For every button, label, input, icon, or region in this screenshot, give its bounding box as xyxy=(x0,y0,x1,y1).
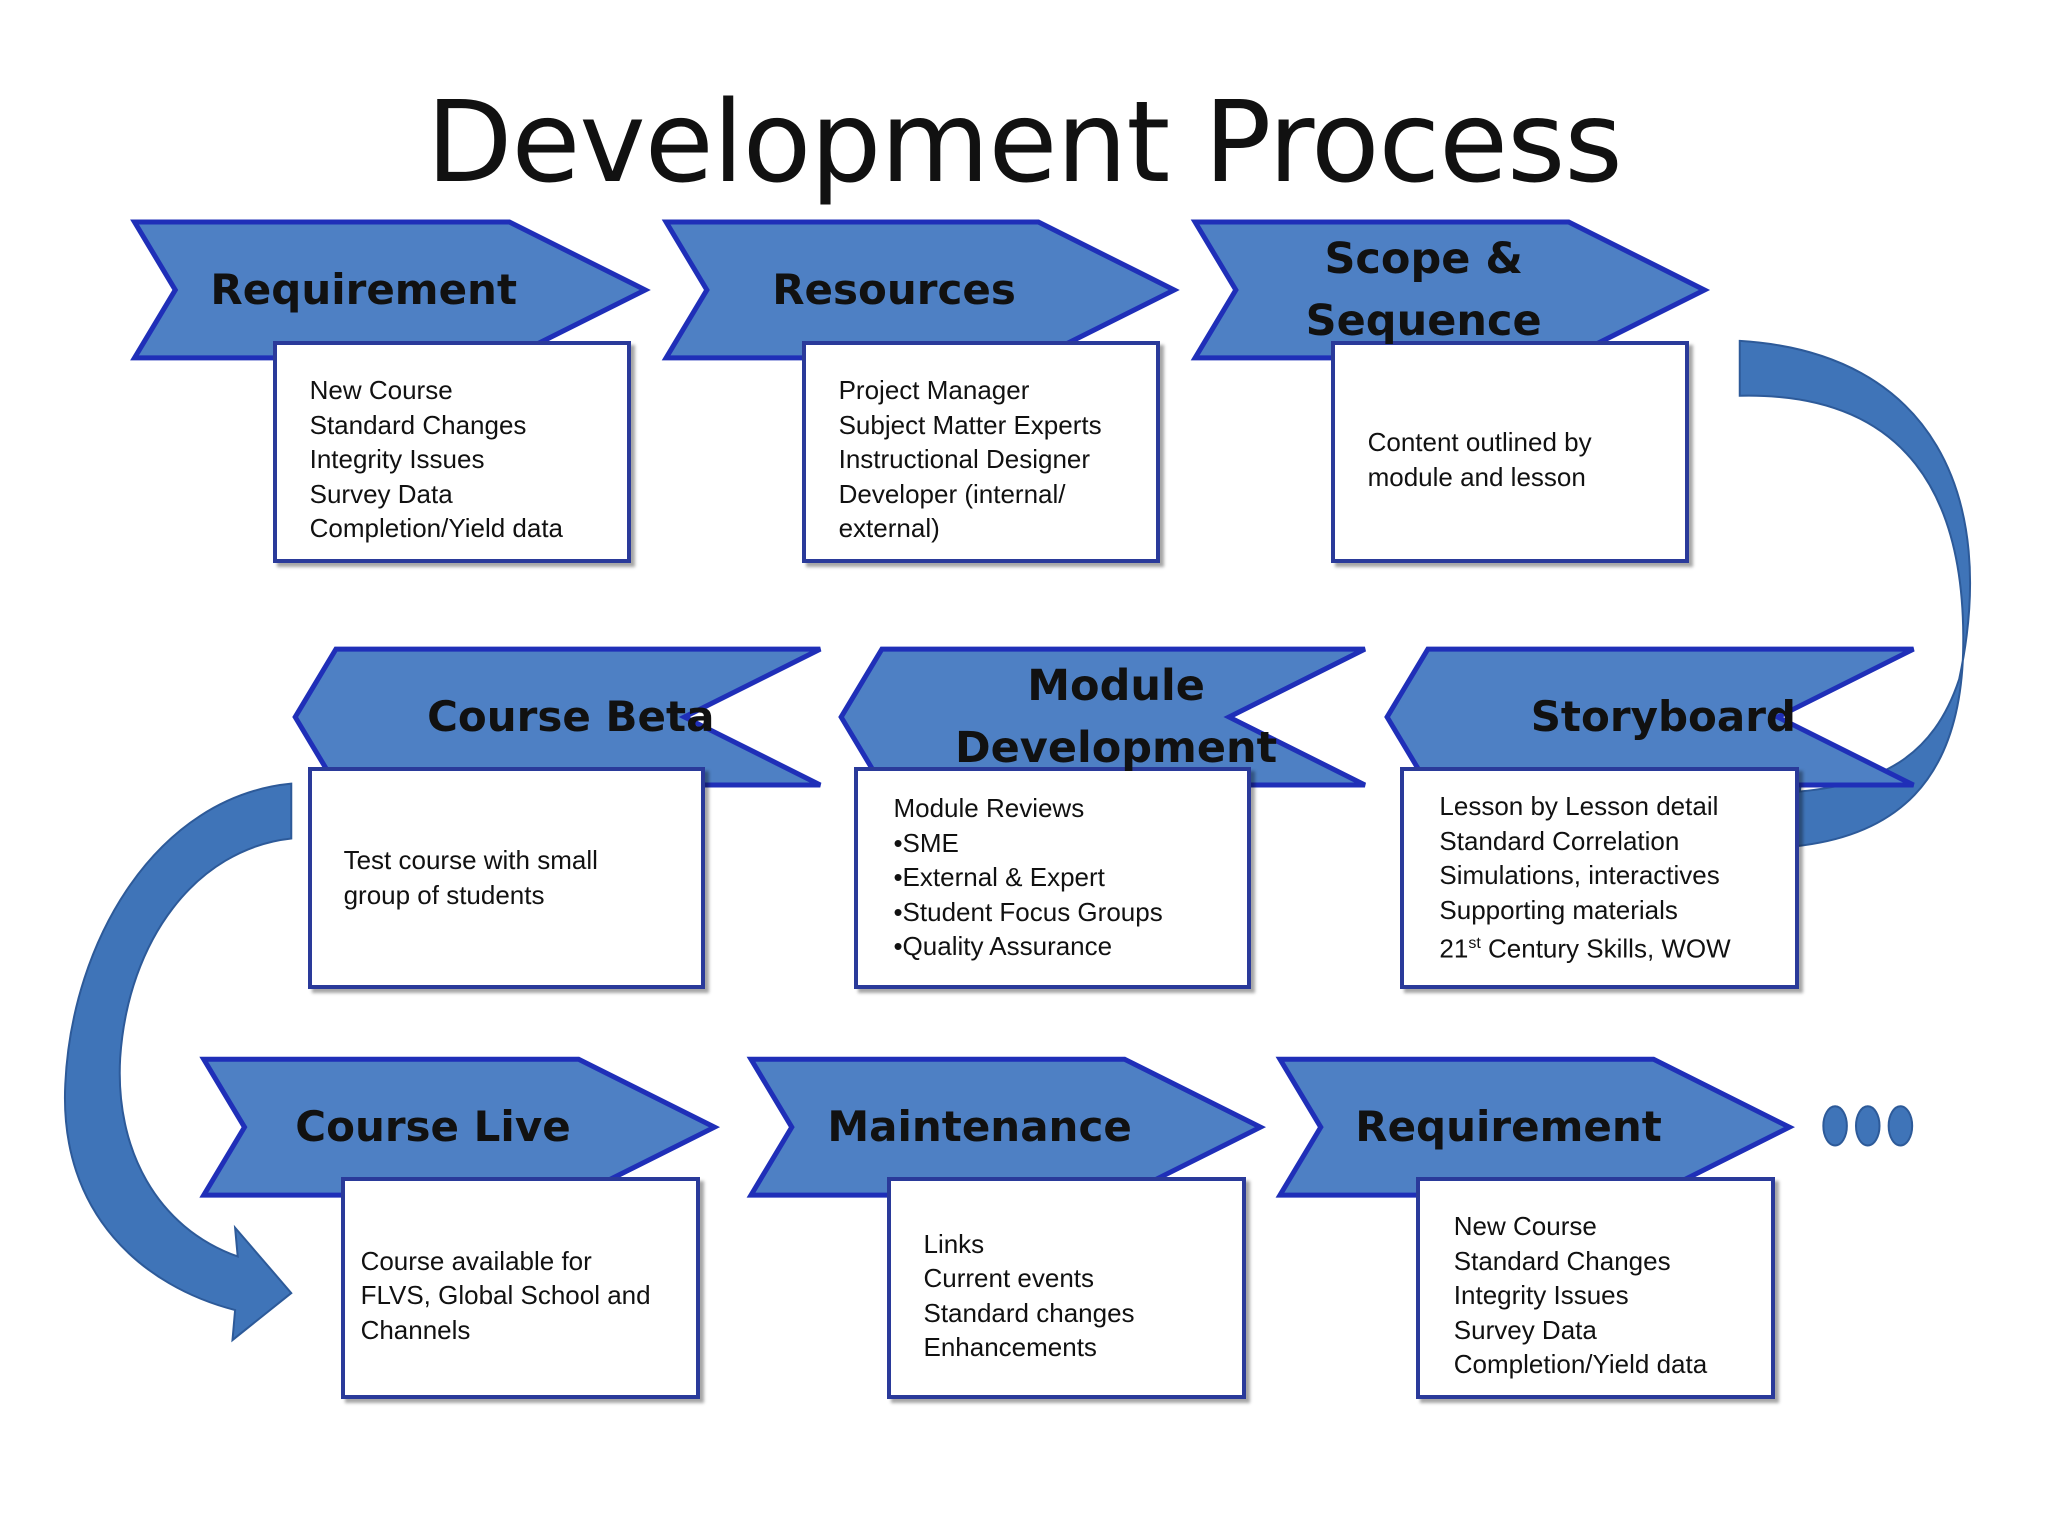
detail-item: 21st Century Skills, WOW xyxy=(1439,933,1731,964)
detail-item: Content outlined by xyxy=(1367,427,1592,458)
detail-item: FLVS, Global School and xyxy=(360,1280,651,1311)
detail-item: •Student Focus Groups xyxy=(893,896,1163,927)
detail-item: Lesson by Lesson detail xyxy=(1439,791,1719,822)
detail-item: Subject Matter Experts xyxy=(838,409,1102,440)
ellipsis-dots-icon xyxy=(1822,1105,1914,1147)
detail-item: Supporting materials xyxy=(1439,894,1678,925)
detail-item: Project Manager xyxy=(838,375,1030,406)
detail-item: Standard changes xyxy=(923,1297,1135,1328)
curved-arrow xyxy=(64,782,293,1343)
step-title: Maintenance xyxy=(827,1102,1132,1152)
detail-item: •External & Expert xyxy=(893,862,1105,893)
detail-item: group of students xyxy=(343,879,545,910)
step-details-box: Test course with small group of students xyxy=(308,766,706,989)
detail-item: Instructional Designer xyxy=(838,444,1091,475)
step-chevron xyxy=(292,646,822,788)
step-title: Resources xyxy=(772,264,1016,314)
detail-item: New Course xyxy=(309,375,453,406)
step-chevron xyxy=(838,646,1367,788)
detail-item: Developer (internal/ xyxy=(838,478,1066,509)
detail-item: Test course with small xyxy=(343,845,598,876)
step-details-box: Lesson by Lesson detail Standard Correla… xyxy=(1400,766,1799,989)
detail-item: •SME xyxy=(893,827,959,858)
detail-item: Integrity Issues xyxy=(309,444,485,475)
detail-item: Standard Changes xyxy=(1453,1245,1671,1276)
step-title: Storyboard xyxy=(1530,692,1796,742)
detail-item: Enhancements xyxy=(923,1332,1097,1363)
ellipsis-dot xyxy=(1855,1105,1881,1147)
detail-item: Integrity Issues xyxy=(1453,1280,1629,1311)
chevrons xyxy=(130,219,1915,1198)
detail-item: module and lesson xyxy=(1367,461,1586,492)
step-details-box: Project Manager Subject Matter Experts I… xyxy=(801,340,1160,563)
detail-item: Channels xyxy=(360,1314,471,1345)
detail-item: New Course xyxy=(1453,1211,1597,1242)
ellipsis-dot xyxy=(1887,1105,1914,1147)
step-details-box: Course available for FLVS, Global School… xyxy=(340,1176,701,1399)
step-title: Course Beta xyxy=(427,692,715,742)
detail-item: Links xyxy=(923,1228,985,1259)
step-title: Requirement xyxy=(1355,1102,1662,1152)
detail-item: Survey Data xyxy=(1453,1314,1597,1345)
detail-item: Completion/Yield data xyxy=(309,513,564,544)
detail-item: external) xyxy=(838,513,940,544)
detail-item: Standard Correlation xyxy=(1439,825,1680,856)
step-details-box: New Course Standard Changes Integrity Is… xyxy=(272,340,631,563)
detail-item: Completion/Yield data xyxy=(1453,1349,1708,1380)
step-title: Requirement xyxy=(210,264,518,314)
step-details-box: Links Current events Standard changes En… xyxy=(886,1176,1247,1399)
ellipsis-dot xyxy=(1822,1105,1848,1147)
detail-item: Course available for xyxy=(360,1245,592,1276)
detail-item: Simulations, interactives xyxy=(1439,860,1720,891)
step-title: Course Live xyxy=(295,1102,571,1152)
step-details-box: Content outlined by module and lesson xyxy=(1330,340,1689,563)
step-title: Module Development xyxy=(954,661,1278,774)
step-details-box: Module Reviews •SME •External & Expert •… xyxy=(854,766,1252,989)
detail-item: Standard Changes xyxy=(309,409,527,440)
detail-item: Module Reviews xyxy=(893,793,1085,824)
step-details-box: New Course Standard Changes Integrity Is… xyxy=(1415,1176,1775,1399)
step-chevron xyxy=(1384,646,1915,788)
detail-item: •Quality Assurance xyxy=(893,931,1113,962)
page-title: Development Process xyxy=(426,78,1622,208)
detail-item: Survey Data xyxy=(309,478,453,509)
detail-item: Current events xyxy=(923,1263,1095,1294)
step-title: Scope & Sequence xyxy=(1305,233,1542,346)
